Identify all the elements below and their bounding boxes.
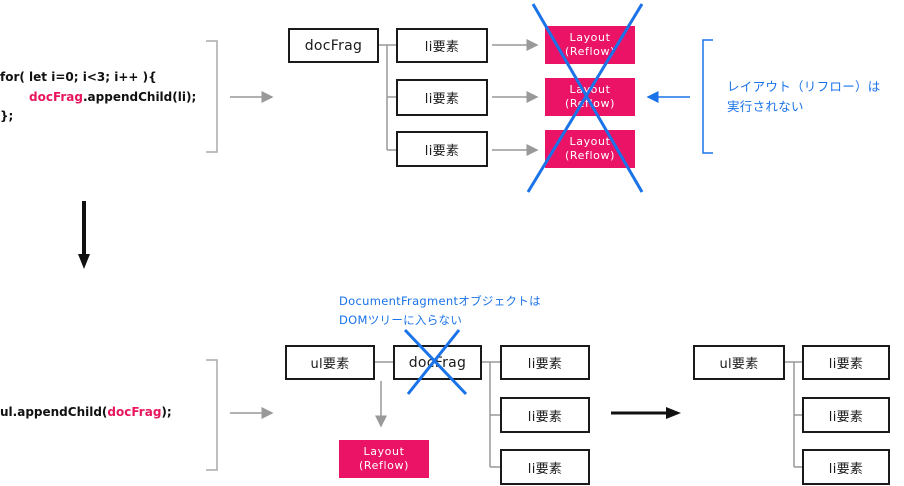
result-li-box-3: li要素 <box>802 449 890 485</box>
bottom-code-bracket <box>206 359 218 471</box>
result-ul-label: ul要素 <box>719 357 759 372</box>
top-layout-box-2: Layout (Reflow) <box>545 78 635 116</box>
bottom-code-var: docFrag <box>107 405 162 419</box>
top-code-bracket <box>206 40 218 153</box>
top-layout-3-line2: (Reflow) <box>565 149 615 162</box>
top-layout-box-1: Layout (Reflow) <box>545 26 635 64</box>
right-arrow-head <box>666 407 681 419</box>
top-layout-2-line1: Layout <box>569 83 611 96</box>
top-tree-lines <box>379 44 396 151</box>
bottom-note-line2: DOMツリーに入らない <box>339 313 463 327</box>
bottom-note-line1: DocumentFragmentオブジェクトは <box>339 294 541 308</box>
top-code-call: .appendChild(li); <box>82 90 197 104</box>
top-code-line1: for( let i=0; i<3; i++ ){ <box>0 70 157 84</box>
top-layout-1-line2: (Reflow) <box>565 45 615 58</box>
top-docfrag-box: docFrag <box>288 28 379 63</box>
top-layout-3-line1: Layout <box>569 135 611 148</box>
top-li-label-2: li要素 <box>424 92 460 107</box>
bottom-ul-label: ul要素 <box>310 357 350 372</box>
down-arrow-head <box>78 254 90 269</box>
top-li-label-1: li要素 <box>424 40 460 55</box>
top-code-line3: }; <box>0 109 14 123</box>
result-li-label-3: li要素 <box>828 461 864 477</box>
result-li-label-1: li要素 <box>828 357 864 372</box>
bottom-li-label-2: li要素 <box>527 409 563 425</box>
bottom-ul-box: ul要素 <box>285 345 375 380</box>
bottom-tree-lines <box>482 361 500 468</box>
top-li-box-3: li要素 <box>396 131 488 167</box>
top-li-box-2: li要素 <box>396 79 488 116</box>
top-code-var: docFrag <box>29 90 83 104</box>
bottom-layout-line2: (Reflow) <box>359 459 409 472</box>
bottom-layout-line1: Layout <box>363 445 405 458</box>
bottom-docfrag-label: docFrag <box>408 354 467 371</box>
top-layout-box-3: Layout (Reflow) <box>545 130 635 168</box>
top-docfrag-label: docFrag <box>304 37 363 54</box>
bottom-li-box-3: li要素 <box>500 449 590 485</box>
bottom-li-box-1: li要素 <box>500 345 590 380</box>
result-li-box-1: li要素 <box>802 345 890 380</box>
top-li-label-3: li要素 <box>424 143 460 159</box>
bottom-code: ul.appendChild(docFrag); <box>0 405 172 419</box>
bottom-layout-box: Layout (Reflow) <box>339 440 429 478</box>
top-layout-1-line1: Layout <box>569 31 611 44</box>
bottom-li-label-1: li要素 <box>527 357 563 372</box>
result-li-label-2: li要素 <box>828 409 864 425</box>
top-note-line1: レイアウト（リフロー）は <box>727 79 881 94</box>
top-note-line2: 実行されない <box>727 99 804 114</box>
top-note-bracket <box>702 39 713 154</box>
top-code-line2: docFrag.appendChild(li); <box>29 90 196 104</box>
result-tree-lines <box>785 361 802 468</box>
top-li-box-1: li要素 <box>396 28 488 63</box>
top-layout-2-line2: (Reflow) <box>565 97 615 110</box>
bottom-code-prefix: ul.appendChild( <box>0 405 108 419</box>
bottom-li-label-3: li要素 <box>527 461 563 477</box>
result-li-box-2: li要素 <box>802 397 890 433</box>
bottom-note: DocumentFragmentオブジェクトは DOMツリーに入らない <box>339 292 541 330</box>
bottom-code-suffix: ); <box>161 405 172 419</box>
top-note: レイアウト（リフロー）は 実行されない <box>727 77 881 117</box>
bottom-li-box-2: li要素 <box>500 397 590 433</box>
bottom-docfrag-box: docFrag <box>393 345 482 380</box>
result-ul-box: ul要素 <box>693 345 785 380</box>
